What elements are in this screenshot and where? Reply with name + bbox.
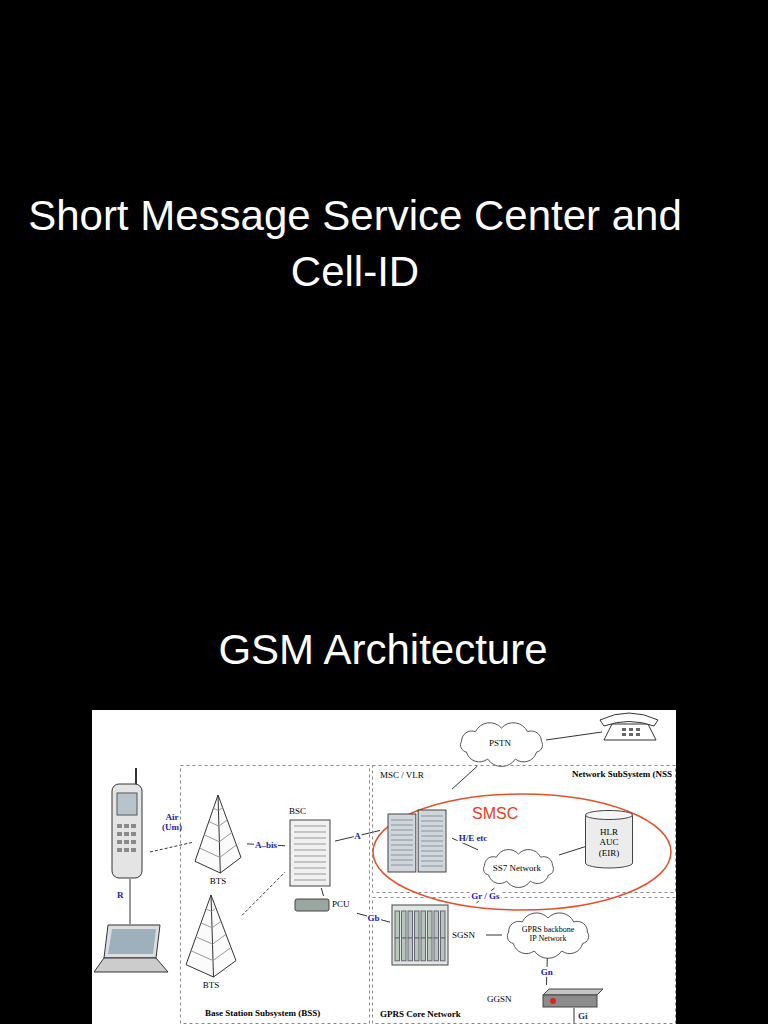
node-label: GPRS backbone IP Network — [519, 925, 577, 943]
network-cloud: PSTN — [455, 722, 548, 766]
server-shape — [380, 770, 452, 874]
connector-line — [357, 913, 390, 922]
interface-label: Gb — [366, 913, 380, 923]
connector-line — [486, 935, 502, 936]
network-cloud: SS7 Network — [478, 848, 559, 888]
slide-title: Short Message Service Center and Cell-ID — [15, 188, 695, 300]
region-title: Network SubSystem (NSS — [522, 769, 672, 779]
subsystem-region: GPRS Core Network SGSN GPRS backbone IP Ne… — [372, 897, 676, 1024]
node-label: MSC / VLR — [380, 770, 424, 780]
network-cloud: GPRS backbone IP Network — [502, 912, 594, 958]
link-lines — [130, 732, 602, 1024]
diagram-panel — [92, 710, 676, 1024]
ggsn-box: GGSN — [485, 985, 607, 1015]
connector-line — [559, 847, 585, 855]
connector-line — [321, 888, 323, 896]
pcu-unit: PCU — [295, 896, 357, 914]
node-label: PSTN — [455, 738, 545, 748]
node-label: PCU — [332, 899, 350, 909]
smsc-ellipse: SMSCMSC / VLRSS7 NetworkHLR AUC (EIR) — [372, 793, 672, 911]
pyr-shape — [192, 795, 247, 890]
node-label: SGSN — [452, 930, 475, 940]
connector-line — [452, 766, 477, 789]
interface-name: Air (Um) — [158, 812, 186, 833]
interface-name: Gi — [578, 1011, 588, 1021]
connector-line — [335, 830, 380, 841]
interface-label: Gr / Gs — [470, 890, 500, 900]
sgsn-rack: SGSN — [390, 903, 486, 967]
node-label: HLR AUC (EIR) — [594, 827, 624, 858]
section-heading: GSM Architecture — [183, 622, 583, 678]
interface-label: A–bis — [254, 840, 278, 850]
subsystem-region: Base Station Subsystem (BSS) BTS BSC PCU BTS — [180, 765, 370, 1024]
bsc-cabinet: BSC — [285, 806, 335, 888]
node-label: SS7 Network — [478, 863, 556, 873]
database-cylinder: HLR AUC (EIR) — [585, 810, 633, 868]
bts-tower: BTS — [192, 795, 247, 890]
subsystem-region: Network SubSystem (NSS SMSC MSC / VLR SS7 N… — [372, 765, 676, 893]
node-label: GGSN — [487, 994, 512, 1004]
region-title: GPRS Core Network — [380, 1009, 461, 1019]
mobile-phone — [112, 768, 142, 878]
server-node: MSC / VLR — [380, 770, 452, 874]
interface-label: A — [353, 831, 362, 841]
node-label: BSC — [289, 806, 306, 816]
interface-label: H/E etc — [458, 833, 489, 843]
laptop — [94, 925, 168, 972]
bts-tower: BTS — [183, 895, 242, 995]
node-label: SMSC — [472, 805, 518, 823]
interface-label: Gn — [540, 966, 554, 976]
interface-name: R — [117, 890, 124, 900]
node-label: BTS — [183, 980, 239, 990]
telephone — [600, 713, 658, 740]
node-label: BTS — [192, 876, 244, 886]
connector-line — [242, 872, 285, 915]
bsc-shape — [285, 806, 335, 888]
region-title: Base Station Subsystem (BSS) — [205, 1008, 320, 1018]
